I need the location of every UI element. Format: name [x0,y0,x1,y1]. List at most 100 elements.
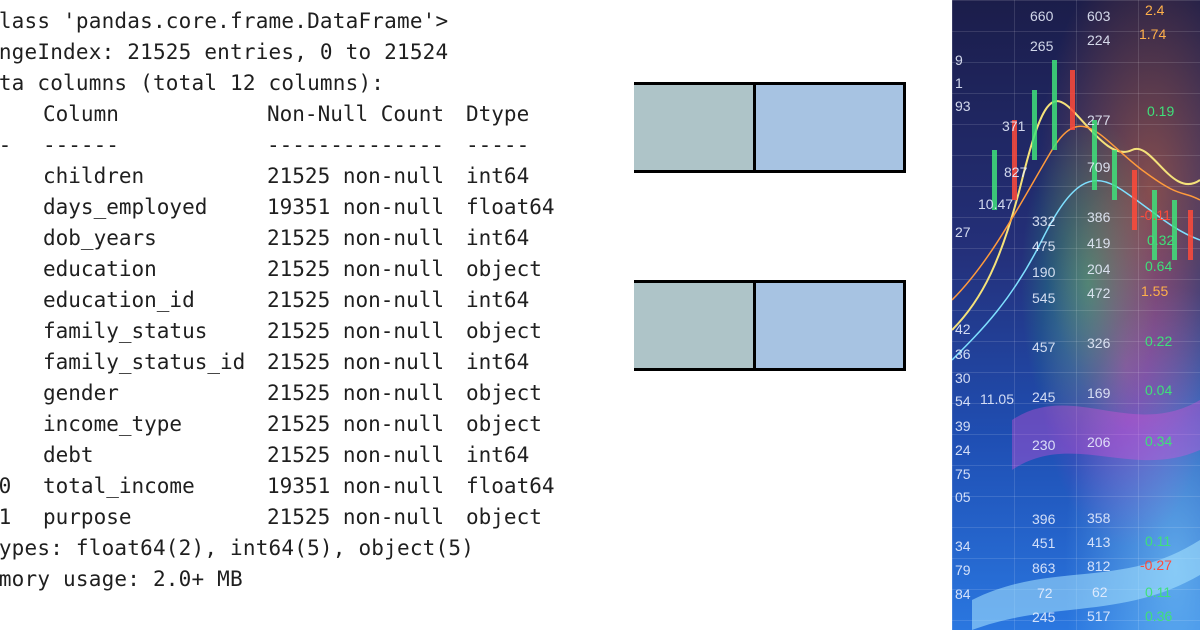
ticker-value: -0.27 [1140,557,1172,573]
ticker-value: 54 [955,393,971,409]
ticker-value: 10.47 [978,196,1014,212]
row-index: 11 [0,505,12,529]
price-line-yellow [952,100,1200,331]
split-box-bottom [634,280,906,371]
row-index: 10 [0,474,12,498]
separator-dtype: ----- [466,133,530,157]
column-name: family_status_id [43,350,246,374]
ticker-value: 0.36 [1145,608,1173,624]
candlestick [1012,120,1017,200]
memory-usage-line: emory usage: 2.0+ MB [0,567,243,591]
dtype-value: object [466,319,542,343]
ticker-value: 75 [955,466,971,482]
ticker-value: 413 [1087,534,1111,550]
header-dtype: Dtype [466,102,530,126]
column-name: dob_years [43,226,157,250]
ticker-value: 371 [1002,118,1026,134]
ticker-value: 30 [955,370,971,386]
ticker-value: 396 [1032,511,1056,527]
light-streak [1012,400,1200,470]
ticker-value: 62 [1092,584,1108,600]
ticker-value: 0.19 [1147,103,1175,119]
dtype-value: int64 [466,164,530,188]
header-column: Column [43,102,119,126]
ticker-value: 1 [955,75,963,91]
dtype-value: object [466,505,542,529]
ticker-value: 245 [1032,609,1056,625]
ticker-value: 0.34 [1145,433,1173,449]
ticker-value: 79 [955,562,971,578]
ticker-value: 224 [1087,32,1111,48]
ticker-value: 93 [955,98,971,114]
non-null-count: 21525 non-null [267,319,445,343]
dtype-value: float64 [466,195,555,219]
non-null-count: 21525 non-null [267,443,445,467]
ticker-value: 1.74 [1139,26,1167,42]
non-null-count: 19351 non-null [267,195,445,219]
class-line: class 'pandas.core.frame.DataFrame'> [0,9,449,33]
ticker-value: 419 [1087,235,1111,251]
price-line-orange [952,125,1200,301]
ticker-value: 472 [1087,285,1111,301]
ticker-value: 545 [1032,290,1056,306]
ticker-value: 34 [955,538,971,554]
split-box-top-left-segment [634,85,753,170]
ticker-value: 1.55 [1141,283,1169,299]
ticker-value: 245 [1032,389,1056,405]
non-null-count: 21525 non-null [267,164,445,188]
ticker-value: 451 [1032,535,1056,551]
candlestick [1070,70,1075,130]
ticker-value: 190 [1032,264,1056,280]
ticker-value: 332 [1032,213,1056,229]
range-index-line: angeIndex: 21525 entries, 0 to 21524 [0,40,449,64]
separator-column: ------ [43,133,119,157]
candlestick-chart-graphic [952,60,1200,630]
split-box-top-right-segment [753,85,903,170]
column-name: gender [43,381,119,405]
candlestick [1052,60,1057,150]
candlestick [1112,150,1117,200]
ticker-value: 0.32 [1147,232,1175,248]
header-count: Non-Null Count [267,102,445,126]
separator-num: -- [0,130,11,161]
ticker-value: 277 [1087,112,1111,128]
column-name: days_employed [43,195,208,219]
column-name: family_status [43,319,208,343]
dataframe-info-output: class 'pandas.core.frame.DataFrame'> ang… [0,9,555,591]
ticker-value: 2.4 [1145,2,1165,18]
columns-header: # Column Non-Null Count Dtype [0,99,529,130]
ticker-value: 39 [955,418,971,434]
ticker-value: 84 [955,586,971,602]
ticker-value: 457 [1032,339,1056,355]
column-name: education_id [43,288,195,312]
ticker-value: 0.64 [1145,258,1173,274]
ticker-value: 42 [955,321,971,337]
dtype-value: object [466,412,542,436]
non-null-count: 21525 non-null [267,257,445,281]
non-null-count: 21525 non-null [267,505,445,529]
data-columns-line: ata columns (total 12 columns): [0,71,385,95]
ticker-value: 206 [1087,434,1111,450]
column-name: education [43,257,157,281]
candlestick [1172,200,1177,260]
ticker-value: 9 [955,52,963,68]
candlestick [1152,190,1157,260]
ticker-value: 11.05 [980,391,1014,407]
candlestick [1092,120,1097,190]
split-box-bottom-left-segment [634,283,753,368]
ticker-value: 0.11 [1145,584,1172,600]
ticker-value: 386 [1087,209,1111,225]
ticker-value: 475 [1032,238,1056,254]
non-null-count: 21525 non-null [267,288,445,312]
ticker-value: 24 [955,442,971,458]
ticker-value: 863 [1032,560,1056,576]
dtype-value: float64 [466,474,555,498]
ticker-value: 27 [955,224,971,240]
dtype-value: object [466,381,542,405]
split-box-top [634,82,906,173]
ticker-value: -0.11 [1140,207,1171,223]
split-box-bottom-right-segment [753,283,903,368]
ticker-value: 358 [1087,510,1111,526]
ticker-value: 0.11 [1145,533,1172,549]
